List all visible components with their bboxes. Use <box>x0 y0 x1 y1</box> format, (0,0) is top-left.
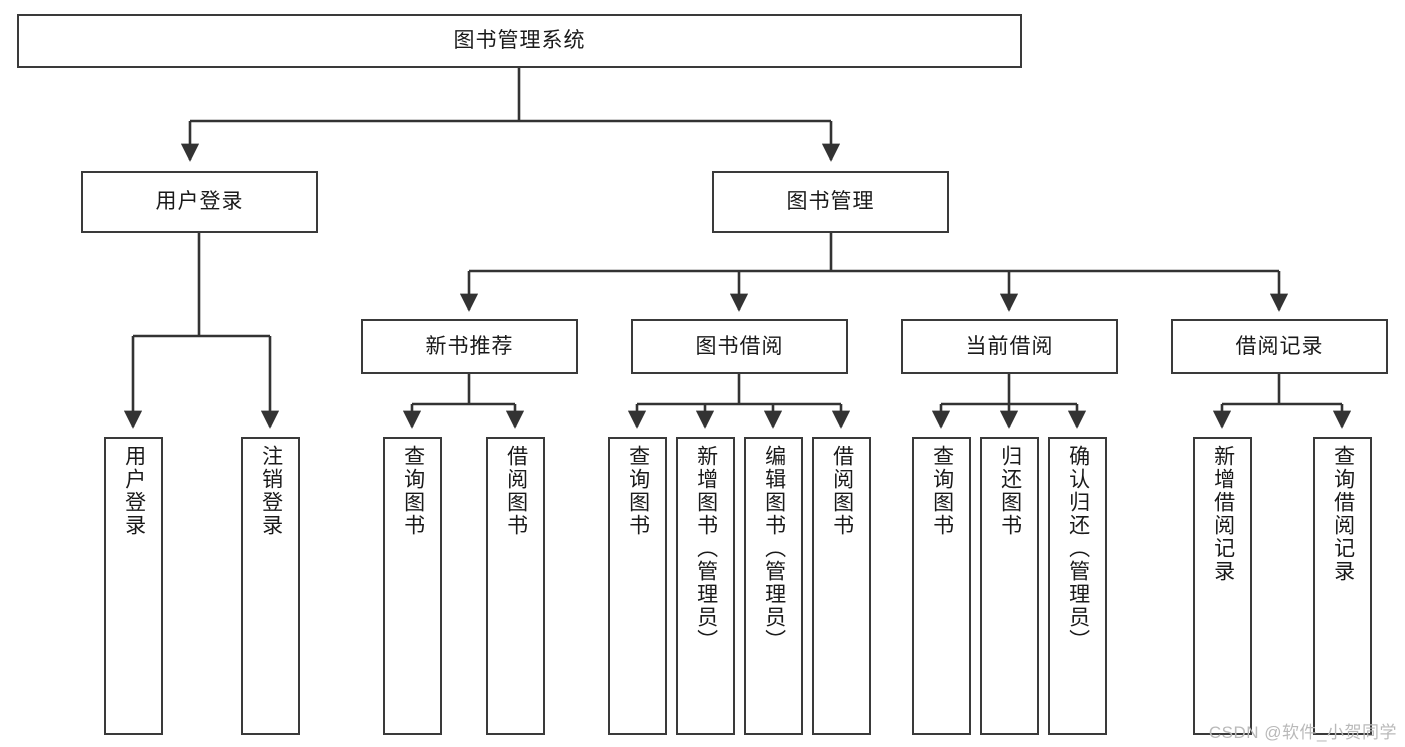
leaf-borrow-book-1-label: 借阅图书 <box>504 445 528 537</box>
node-current-borrow[interactable]: 当前借阅 <box>901 319 1118 374</box>
leaf-add-book[interactable]: 新增图书（管理员） <box>676 437 735 735</box>
node-root-label: 图书管理系统 <box>453 29 586 53</box>
leaf-edit-book-label: 编辑图书（管理员） <box>762 445 786 652</box>
leaf-query-book-3-label: 查询图书 <box>930 445 954 537</box>
leaf-query-book-1-label: 查询图书 <box>401 445 425 537</box>
leaf-edit-book[interactable]: 编辑图书（管理员） <box>744 437 803 735</box>
node-current-borrow-label: 当前借阅 <box>965 334 1054 358</box>
node-book-management[interactable]: 图书管理 <box>712 171 949 233</box>
leaf-user-login-label: 用户登录 <box>122 445 146 537</box>
node-borrow-record[interactable]: 借阅记录 <box>1171 319 1388 374</box>
leaf-add-record-label: 新增借阅记录 <box>1211 445 1235 583</box>
leaf-query-record[interactable]: 查询借阅记录 <box>1313 437 1372 735</box>
node-book-management-label: 图书管理 <box>786 190 875 214</box>
leaf-confirm-return-label: 确认归还（管理员） <box>1066 445 1090 652</box>
leaf-user-logout-label: 注销登录 <box>259 445 283 537</box>
node-book-borrow-label: 图书借阅 <box>695 334 784 358</box>
leaf-query-record-label: 查询借阅记录 <box>1331 445 1355 583</box>
node-borrow-record-label: 借阅记录 <box>1235 334 1324 358</box>
leaf-borrow-book-2[interactable]: 借阅图书 <box>812 437 871 735</box>
leaf-return-book-label: 归还图书 <box>998 445 1022 537</box>
leaf-borrow-book-1[interactable]: 借阅图书 <box>486 437 545 735</box>
leaf-query-book-2-label: 查询图书 <box>626 445 650 537</box>
node-new-book-recommend[interactable]: 新书推荐 <box>361 319 578 374</box>
leaf-borrow-book-2-label: 借阅图书 <box>830 445 854 537</box>
leaf-user-logout[interactable]: 注销登录 <box>241 437 300 735</box>
leaf-query-book-1[interactable]: 查询图书 <box>383 437 442 735</box>
node-book-borrow[interactable]: 图书借阅 <box>631 319 848 374</box>
leaf-add-record[interactable]: 新增借阅记录 <box>1193 437 1252 735</box>
node-user-login[interactable]: 用户登录 <box>81 171 318 233</box>
node-root[interactable]: 图书管理系统 <box>17 14 1022 68</box>
csdn-watermark: CSDN @软件_小贺同学 <box>1208 723 1397 742</box>
leaf-query-book-3[interactable]: 查询图书 <box>912 437 971 735</box>
leaf-user-login[interactable]: 用户登录 <box>104 437 163 735</box>
node-user-login-label: 用户登录 <box>155 190 244 214</box>
leaf-confirm-return[interactable]: 确认归还（管理员） <box>1048 437 1107 735</box>
node-new-book-recommend-label: 新书推荐 <box>425 334 514 358</box>
leaf-query-book-2[interactable]: 查询图书 <box>608 437 667 735</box>
leaf-add-book-label: 新增图书（管理员） <box>694 445 718 652</box>
leaf-return-book[interactable]: 归还图书 <box>980 437 1039 735</box>
